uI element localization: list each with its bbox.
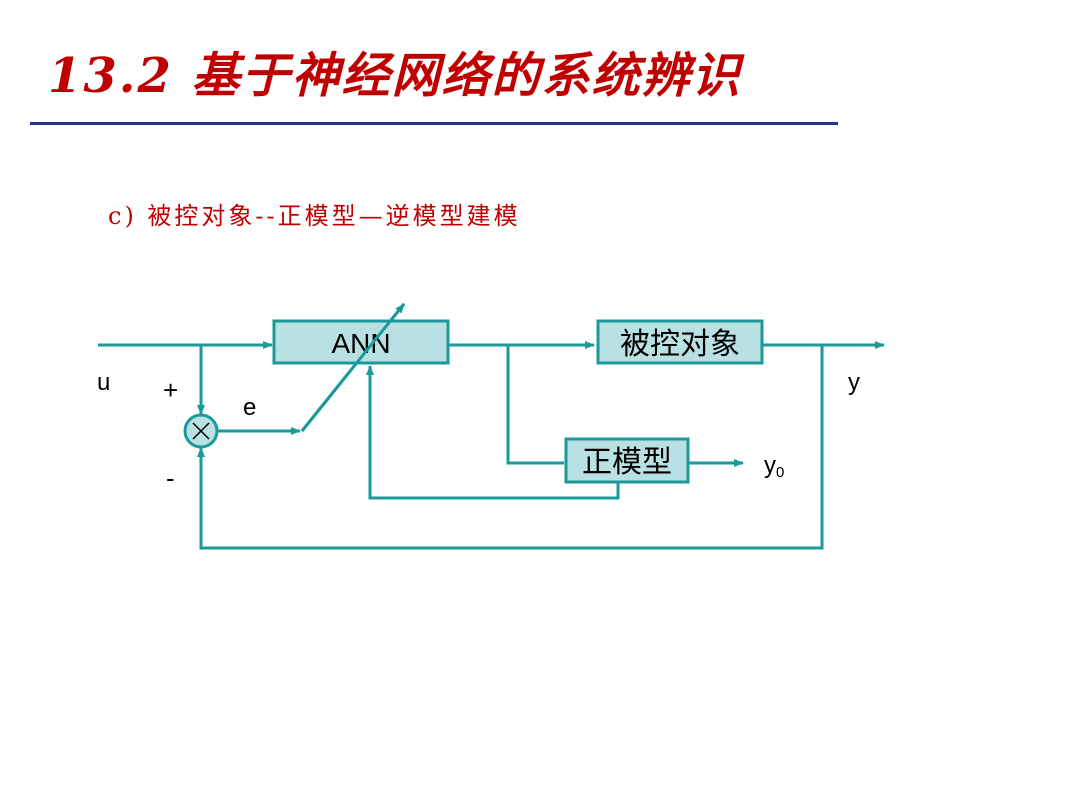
plant-block: [596, 319, 764, 365]
ann-to-forward-model-line: [506, 345, 564, 465]
minus-sign: -: [166, 463, 175, 493]
forward-model-feedback-line: [366, 365, 620, 500]
output-label-y: y: [848, 369, 860, 396]
slide-subtitle: c) 被控对象--正模型—逆模型建模: [108, 202, 521, 230]
multiply-icon: [192, 422, 210, 440]
model-output-label: y0: [764, 452, 784, 481]
ann-adjustment-overlay: [300, 303, 406, 432]
slide-title: 13.2 基于神经网络的系统辨识: [48, 48, 742, 104]
model-output-base: y: [764, 452, 776, 479]
plant-block-label: 被控对象: [620, 327, 740, 362]
model-output-subscript: 0: [776, 464, 784, 481]
forward-model-block-label: 正模型: [582, 445, 672, 480]
error-label-e: e: [243, 394, 256, 421]
output-feedback-line: [197, 345, 824, 550]
input-label-u: u: [97, 369, 110, 396]
forward-model-block: [564, 437, 690, 484]
title-divider: [30, 122, 838, 125]
plus-sign: +: [163, 375, 178, 405]
